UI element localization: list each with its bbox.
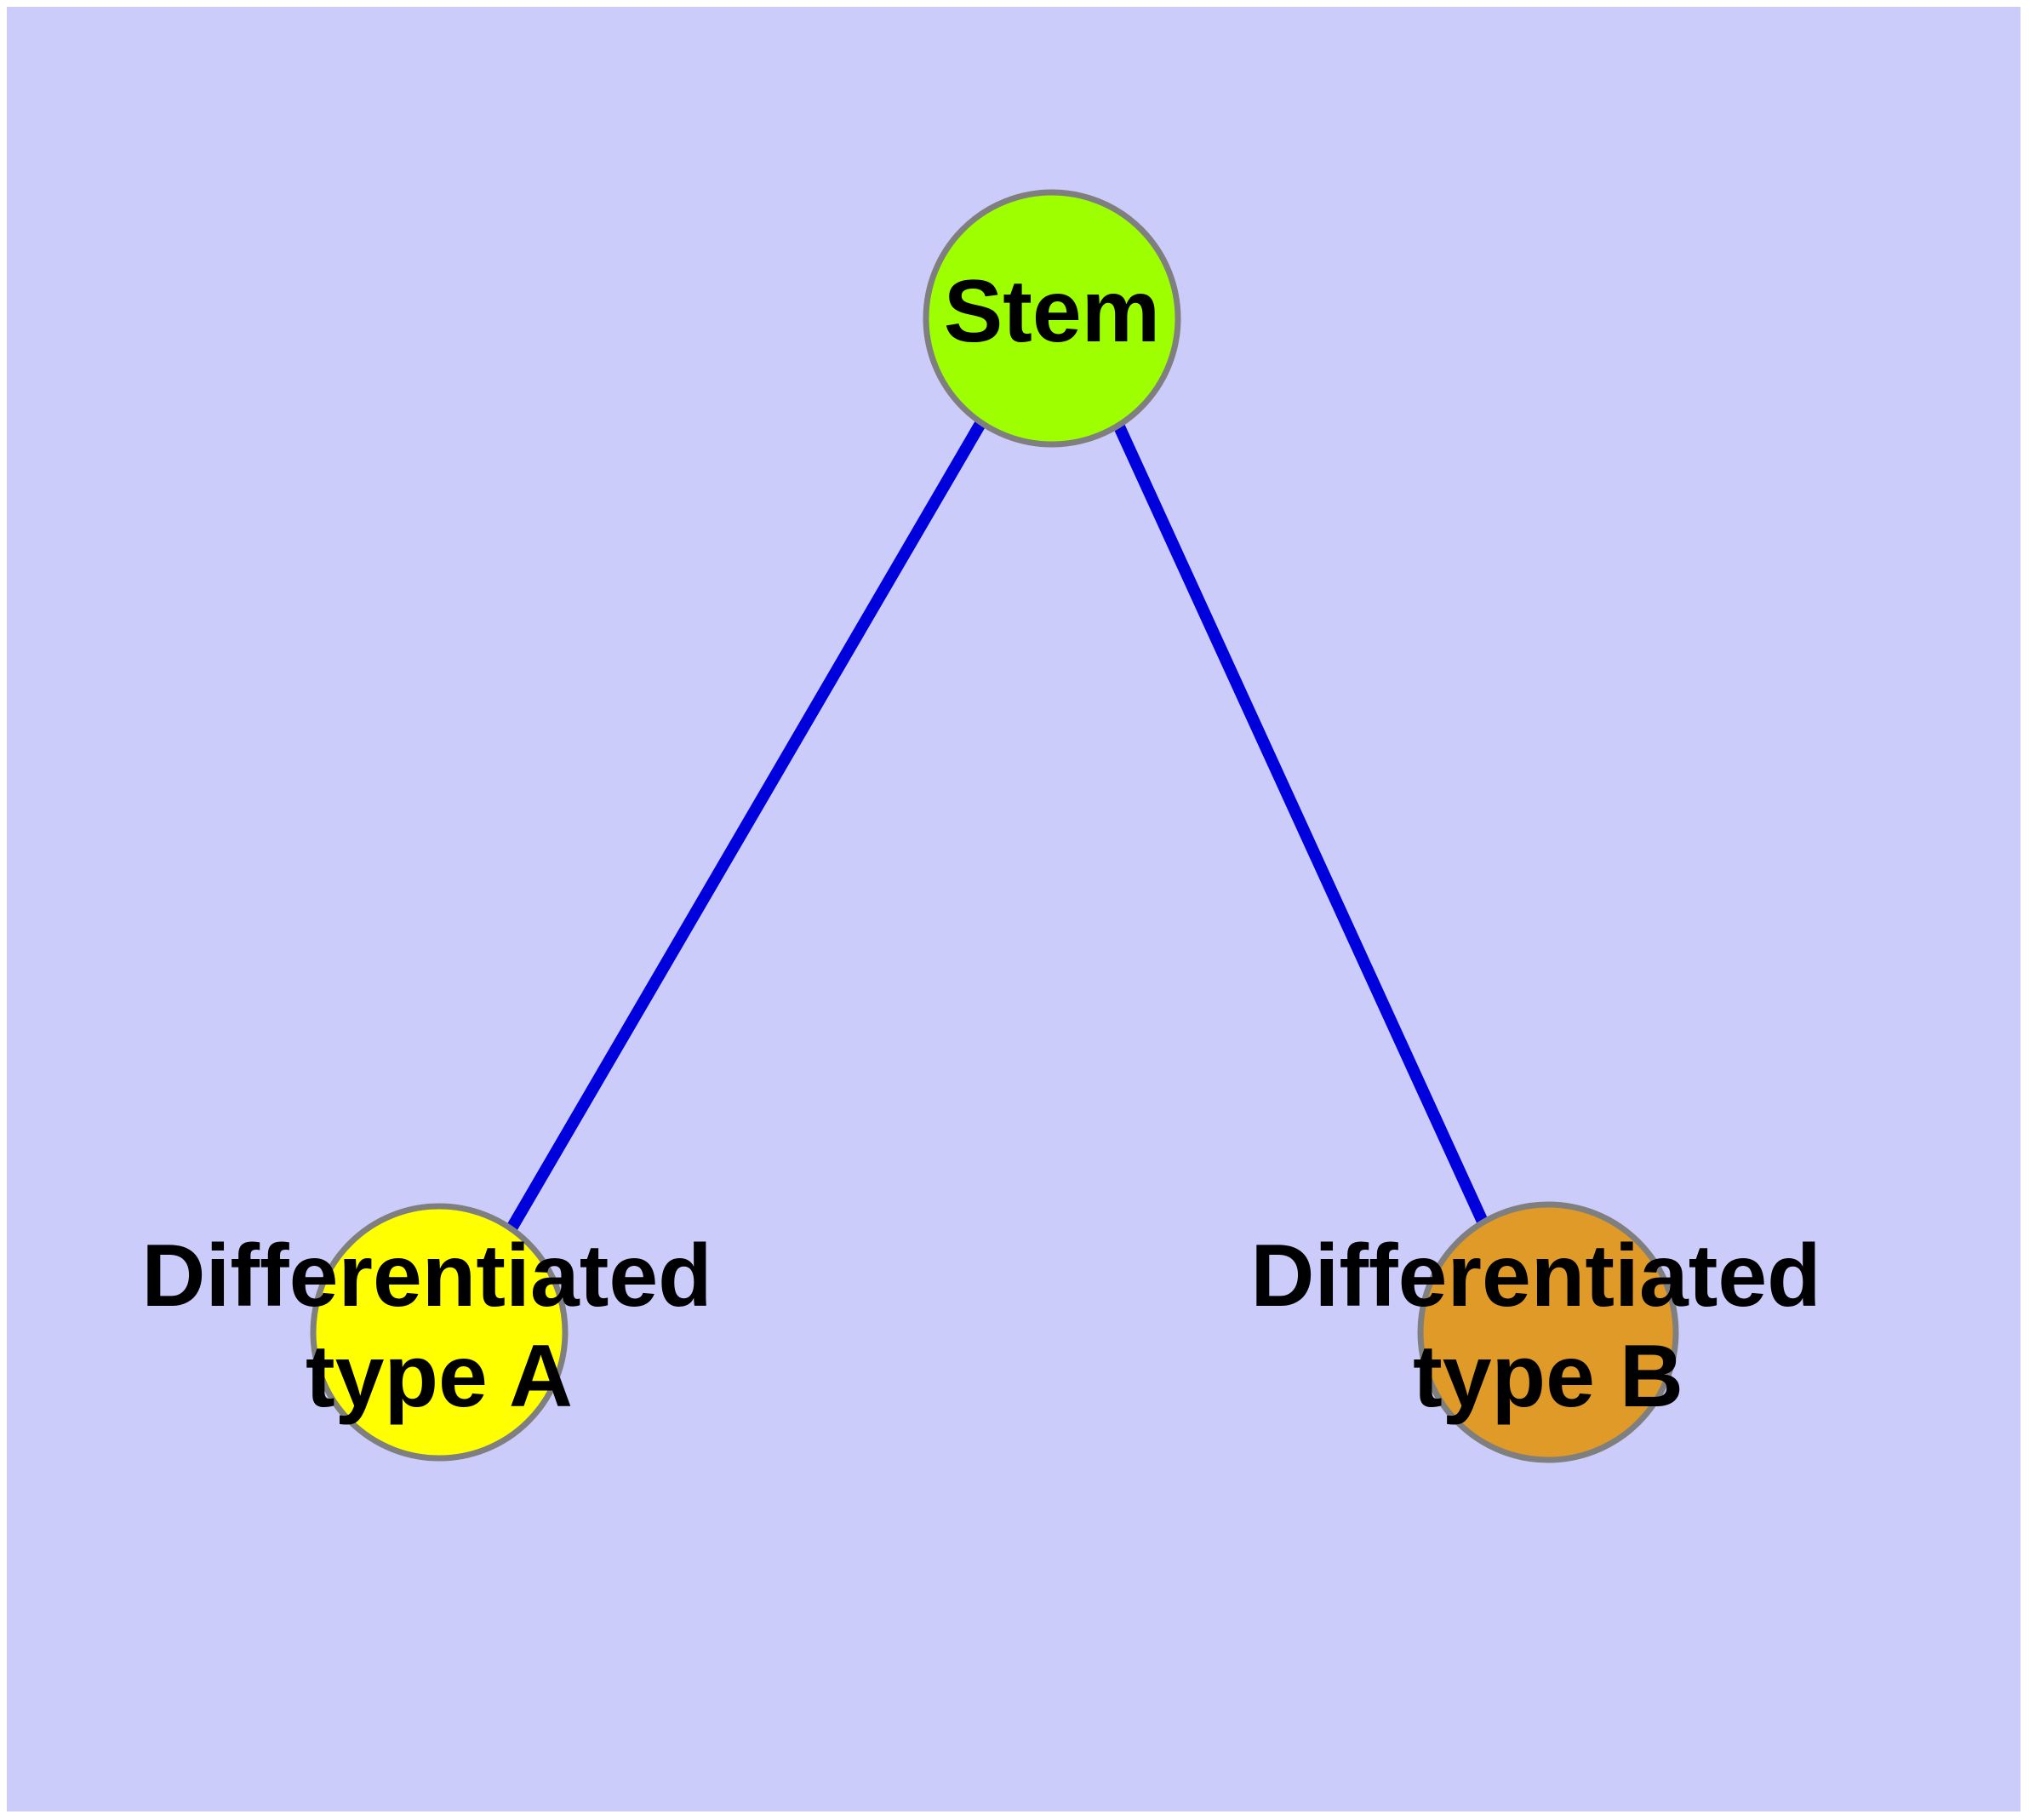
edge-stem-to-differentiated-type-a[interactable] bbox=[506, 419, 987, 1232]
node-differentiated-type-b-label: Differentiated type B bbox=[1250, 1227, 1845, 1426]
node-stem-label: Stem bbox=[944, 262, 1160, 361]
node-stem[interactable] bbox=[923, 189, 1181, 448]
nodes-group bbox=[310, 189, 1679, 1463]
node-differentiated-type-b-label-line1: Differentiated bbox=[1250, 1227, 1820, 1325]
node-differentiated-type-a-circle[interactable] bbox=[310, 1203, 569, 1462]
edge-stem-to-differentiated-type-b[interactable] bbox=[1112, 422, 1489, 1224]
node-differentiated-type-a[interactable] bbox=[310, 1203, 569, 1462]
node-differentiated-type-b-circle[interactable] bbox=[1417, 1201, 1679, 1463]
node-differentiated-type-b[interactable] bbox=[1417, 1201, 1679, 1463]
node-stem-circle[interactable] bbox=[923, 189, 1181, 448]
edges-group bbox=[506, 419, 1489, 1232]
labels-group: Stem Differentiated type A Differentiate… bbox=[141, 262, 1845, 1426]
node-differentiated-type-a-label: Differentiated type A bbox=[141, 1227, 736, 1426]
node-differentiated-type-a-label-line1: Differentiated bbox=[141, 1227, 712, 1325]
node-differentiated-type-b-label-line2: type B bbox=[1413, 1327, 1683, 1426]
node-differentiated-type-a-label-line2: type A bbox=[306, 1327, 573, 1426]
node-stem-label-line1: Stem bbox=[944, 262, 1160, 361]
